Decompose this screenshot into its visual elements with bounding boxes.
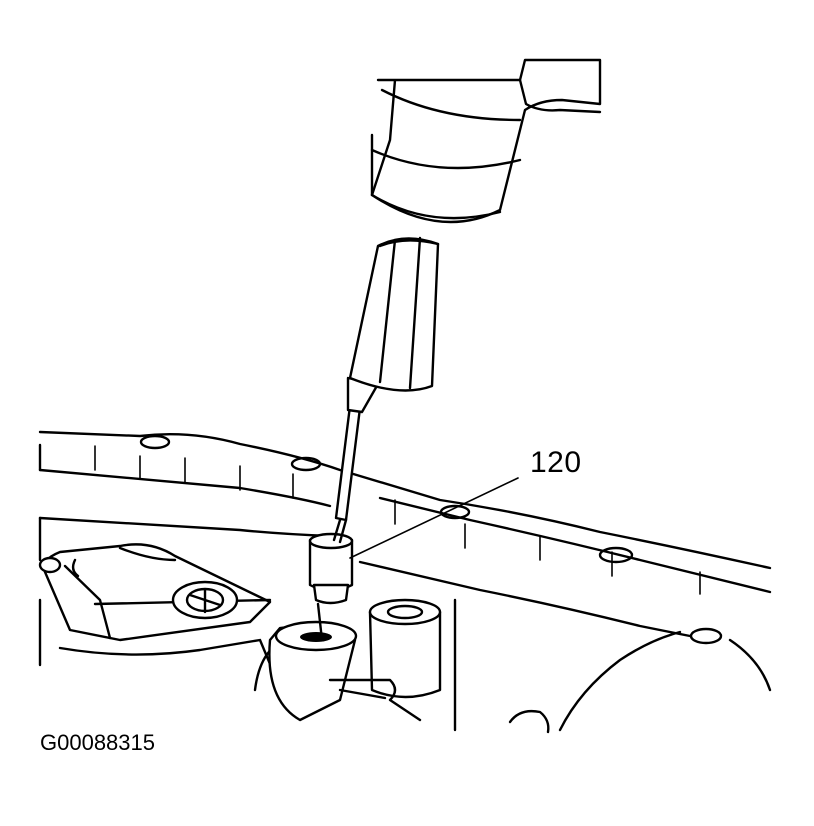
pin <box>308 532 354 642</box>
hammer-head <box>370 58 602 224</box>
punch-tool <box>332 236 440 544</box>
figure-id: G00088315 <box>40 730 155 755</box>
callout-label-120: 120 <box>530 446 582 479</box>
lever-bracket <box>38 543 287 702</box>
callout-leader <box>349 477 519 559</box>
pin-bore <box>268 620 422 722</box>
housing-casting <box>38 430 772 734</box>
